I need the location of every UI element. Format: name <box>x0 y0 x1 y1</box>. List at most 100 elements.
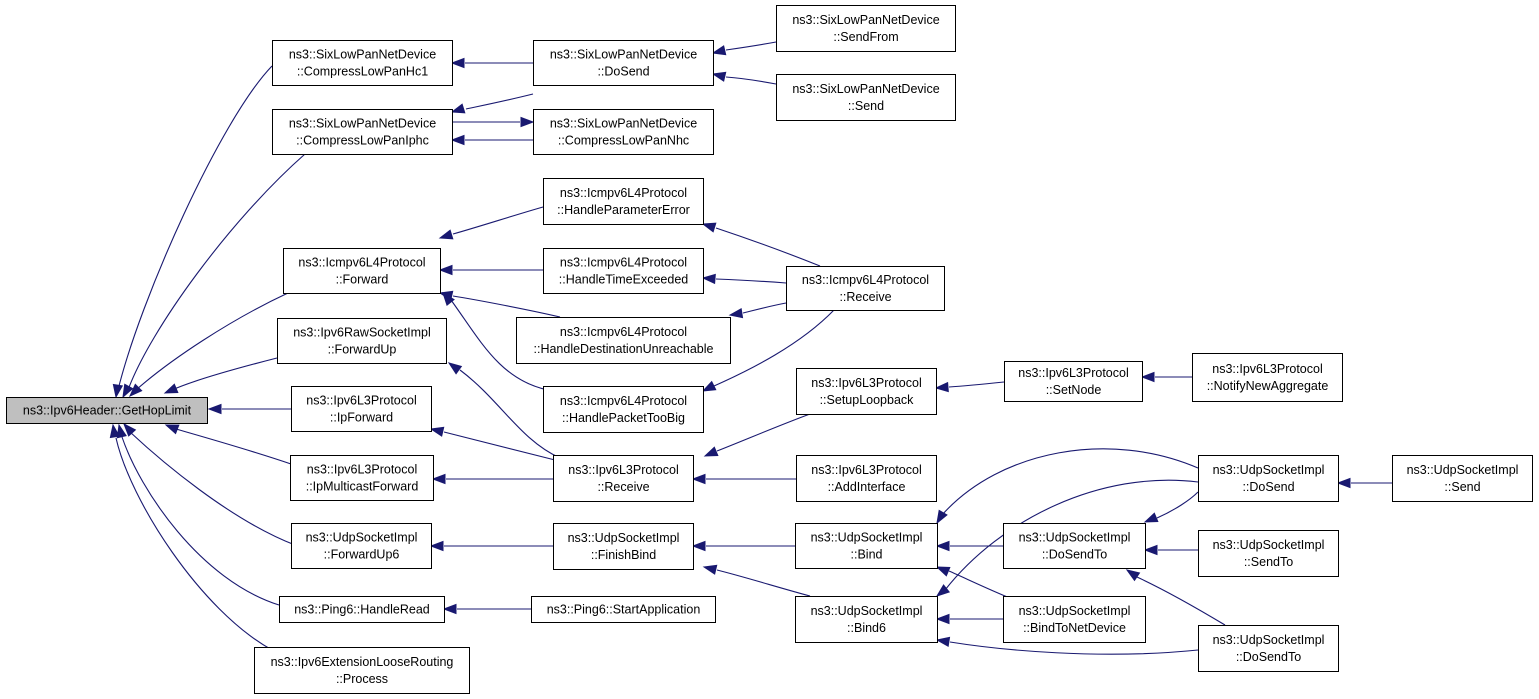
arrowhead-icon <box>429 426 445 437</box>
edge-line <box>459 369 561 459</box>
node-icmp-param[interactable]: ns3::Icmpv6L4Protocol::HandleParameterEr… <box>543 178 704 225</box>
edge-udp_bindtonet-to-udp_bind <box>935 566 1011 599</box>
arrowhead-icon <box>701 380 717 392</box>
node-label: ::HandleTimeExceeded <box>559 273 689 287</box>
edge-l3_receive-to-raw_forwardup <box>447 362 561 459</box>
node-label: ns3::UdpSocketImpl <box>1019 604 1131 618</box>
edge-line <box>171 357 278 391</box>
edge-udp_bind6-to-udp_finishbind <box>702 564 811 597</box>
node-label: ns3::Ipv6L3Protocol <box>811 376 922 390</box>
edge-six_dosend-to-compress_iphc <box>450 93 534 114</box>
edge-line <box>1156 491 1199 519</box>
node-l3-setuploop[interactable]: ns3::Ipv6L3Protocol::SetupLoopback <box>796 368 937 415</box>
edge-icmp_receive-to-icmp_dest <box>728 302 787 319</box>
node-gethoplimit[interactable]: ns3::Ipv6Header::GetHopLimit <box>6 397 208 424</box>
node-l3-receive[interactable]: ns3::Ipv6L3Protocol::Receive <box>553 455 694 502</box>
edge-l3_addif-to-l3_receive <box>691 473 796 485</box>
node-udp-bind6[interactable]: ns3::UdpSocketImpl::Bind6 <box>795 596 938 643</box>
node-label: ::Bind <box>851 548 883 562</box>
node-l3-ipmulticast[interactable]: ns3::Ipv6L3Protocol::IpMulticastForward <box>290 455 434 501</box>
node-six-sendfrom[interactable]: ns3::SixLowPanNetDevice::SendFrom <box>776 5 956 52</box>
node-label: ns3::UdpSocketImpl <box>811 604 923 618</box>
node-udp-dosend[interactable]: ns3::UdpSocketImpl::DoSend <box>1198 455 1339 502</box>
node-l3-setnode[interactable]: ns3::Ipv6L3Protocol::SetNode <box>1004 361 1143 402</box>
arrowhead-icon <box>701 222 717 233</box>
node-label: ns3::Ipv6RawSocketImpl <box>293 326 431 340</box>
node-l3-ipforward[interactable]: ns3::Ipv6L3Protocol::IpForward <box>291 386 432 432</box>
edge-udp_dosend-to-udp_bind <box>936 448 1199 525</box>
node-box <box>795 596 938 643</box>
edge-icmp_param-to-icmp_forward <box>438 206 544 240</box>
arrowhead-icon <box>429 540 444 552</box>
node-label: ns3::UdpSocketImpl <box>568 531 680 545</box>
arrowhead-icon <box>1143 544 1158 556</box>
node-compress-iphc[interactable]: ns3::SixLowPanNetDevice::CompressLowPanI… <box>272 109 453 155</box>
edge-line <box>129 431 296 546</box>
node-ping6-handleread[interactable]: ns3::Ping6::HandleRead <box>279 596 445 623</box>
node-box <box>272 109 453 155</box>
node-icmp-toobig[interactable]: ns3::Icmpv6L4Protocol::HandlePacketTooBi… <box>543 386 704 433</box>
node-box <box>531 596 716 623</box>
node-compress-hc1[interactable]: ns3::SixLowPanNetDevice::CompressLowPanH… <box>272 40 453 86</box>
node-box <box>543 248 704 294</box>
edge-line <box>127 153 306 391</box>
arrowhead-icon <box>935 540 950 552</box>
node-box <box>283 248 441 294</box>
node-label: ns3::UdpSocketImpl <box>811 531 923 545</box>
node-box <box>6 397 208 424</box>
edge-compress_iphc-to-six_nhc <box>452 116 535 128</box>
node-label: ::Process <box>336 672 388 686</box>
node-l3-notify[interactable]: ns3::Ipv6L3Protocol::NotifyNewAggregate <box>1192 353 1343 402</box>
edge-ping6_start-to-ping6_handleread <box>442 603 531 615</box>
arrowhead-icon <box>1143 512 1159 523</box>
edge-line <box>948 381 1005 388</box>
node-box <box>1198 455 1339 502</box>
node-label: ::DoSendTo <box>1236 650 1301 664</box>
arrowhead-icon <box>1336 477 1351 489</box>
node-box <box>291 386 432 432</box>
arrowhead-icon <box>702 564 718 575</box>
node-udp-bind[interactable]: ns3::UdpSocketImpl::Bind <box>795 523 938 569</box>
node-udp-bindtonet[interactable]: ns3::UdpSocketImpl::BindToNetDevice <box>1003 596 1146 643</box>
edge-udp_dosendto_mid-to-udp_bind <box>935 540 1003 552</box>
edge-line <box>949 641 1199 655</box>
node-six-dosend[interactable]: ns3::SixLowPanNetDevice::DoSend <box>533 40 714 86</box>
node-label: ns3::Icmpv6L4Protocol <box>560 325 687 339</box>
node-six-send[interactable]: ns3::SixLowPanNetDevice::Send <box>776 74 956 121</box>
node-udp-sendto[interactable]: ns3::UdpSocketImpl::SendTo <box>1198 530 1339 577</box>
edge-udp_finishbind-to-udp_forwardup6 <box>429 540 553 552</box>
node-box <box>543 178 704 225</box>
node-icmp-time[interactable]: ns3::Icmpv6L4Protocol::HandleTimeExceede… <box>543 248 704 294</box>
node-icmp-forward[interactable]: ns3::Icmpv6L4Protocol::Forward <box>283 248 441 294</box>
node-label: ns3::Ipv6L3Protocol <box>811 463 922 477</box>
node-label: ::Send <box>1444 480 1480 494</box>
node-udp-finishbind[interactable]: ns3::UdpSocketImpl::FinishBind <box>553 523 694 570</box>
node-icmp-receive[interactable]: ns3::Icmpv6L4Protocol::Receive <box>786 266 945 311</box>
edge-line <box>715 278 787 284</box>
node-udp-forwardup6[interactable]: ns3::UdpSocketImpl::ForwardUp6 <box>291 523 432 569</box>
node-loose-process[interactable]: ns3::Ipv6ExtensionLooseRouting::Process <box>254 647 470 694</box>
edge-icmp_time-to-icmp_forward <box>438 264 543 276</box>
edge-six_send-to-six_dosend <box>711 71 777 85</box>
arrowhead-icon <box>442 291 455 307</box>
arrowhead-icon <box>711 71 727 82</box>
arrowhead-icon <box>691 473 706 485</box>
node-box <box>786 266 945 311</box>
node-label: ::HandleDestinationUnreachable <box>534 342 714 356</box>
edge-line <box>742 302 787 314</box>
node-udp-send[interactable]: ns3::UdpSocketImpl::Send <box>1392 455 1533 502</box>
node-udp-dosendto-mid[interactable]: ns3::UdpSocketImpl::DoSendTo <box>1003 523 1146 569</box>
node-label: ::DoSend <box>1242 480 1294 494</box>
node-six-nhc[interactable]: ns3::SixLowPanNetDevice::CompressLowPanN… <box>533 109 714 155</box>
node-box <box>553 455 694 502</box>
node-ping6-start[interactable]: ns3::Ping6::StartApplication <box>531 596 716 623</box>
node-label: ::AddInterface <box>828 480 906 494</box>
node-label: ns3::Icmpv6L4Protocol <box>802 273 929 287</box>
node-raw-forwardup[interactable]: ns3::Ipv6RawSocketImpl::ForwardUp <box>277 318 447 364</box>
edge-l3_receive-to-l3_ipforward <box>429 426 556 461</box>
node-label: ns3::SixLowPanNetDevice <box>289 117 436 131</box>
node-l3-addif[interactable]: ns3::Ipv6L3Protocol::AddInterface <box>796 455 937 502</box>
node-udp-dosendto-right[interactable]: ns3::UdpSocketImpl::DoSendTo <box>1198 625 1339 672</box>
node-box <box>291 523 432 569</box>
node-icmp-dest[interactable]: ns3::Icmpv6L4Protocol::HandleDestination… <box>516 317 731 364</box>
